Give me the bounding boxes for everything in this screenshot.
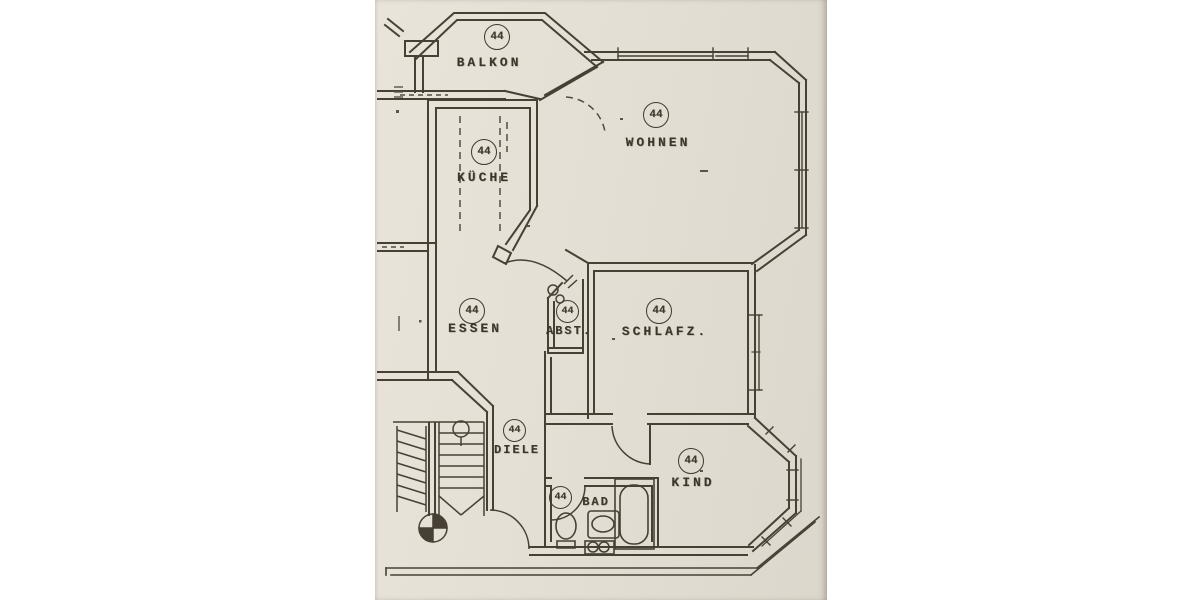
room-label-diele: DIELE — [493, 443, 541, 457]
kitchen-door-arc — [504, 259, 568, 282]
staircase-icon — [393, 420, 485, 516]
room-tag-balkon: 44 — [484, 24, 510, 50]
room-label-wohnen: WOHNEN — [625, 135, 691, 150]
room-tag-essen: 44 — [459, 298, 485, 324]
room-label-bad: BAD — [582, 495, 610, 509]
room-tag-abst: 44 — [556, 300, 579, 323]
room-tag-schlafz: 44 — [646, 298, 672, 324]
door-knob-icon — [547, 284, 559, 296]
shaft-icon — [418, 513, 448, 543]
room-label-kueche: KÜCHE — [456, 170, 512, 185]
sink-icon — [587, 510, 620, 539]
walls — [377, 12, 821, 577]
dashed-lines — [382, 94, 606, 248]
toilet-icon — [555, 512, 577, 540]
toilet-base — [556, 540, 576, 549]
room-tag-diele: 44 — [503, 419, 526, 442]
room-label-abst: ABST. — [545, 324, 593, 338]
room-label-schlafz: SCHLAFZ. — [621, 324, 709, 339]
room-tag-kueche: 44 — [471, 139, 497, 165]
bath-fixtures — [555, 478, 655, 555]
entry-door-arc — [489, 509, 530, 550]
scan-marks — [394, 86, 708, 472]
room-tag-wohnen: 44 — [643, 102, 669, 128]
room-label-balkon: BALKON — [456, 55, 522, 70]
washer-icon — [584, 540, 615, 555]
bathtub-icon — [614, 478, 655, 550]
room-label-kind: KIND — [671, 475, 715, 490]
room-tag-kind: 44 — [678, 448, 704, 474]
kind-door-arc — [611, 425, 651, 465]
room-tag-bad: 44 — [549, 486, 572, 509]
room-label-essen: ESSEN — [447, 321, 503, 336]
